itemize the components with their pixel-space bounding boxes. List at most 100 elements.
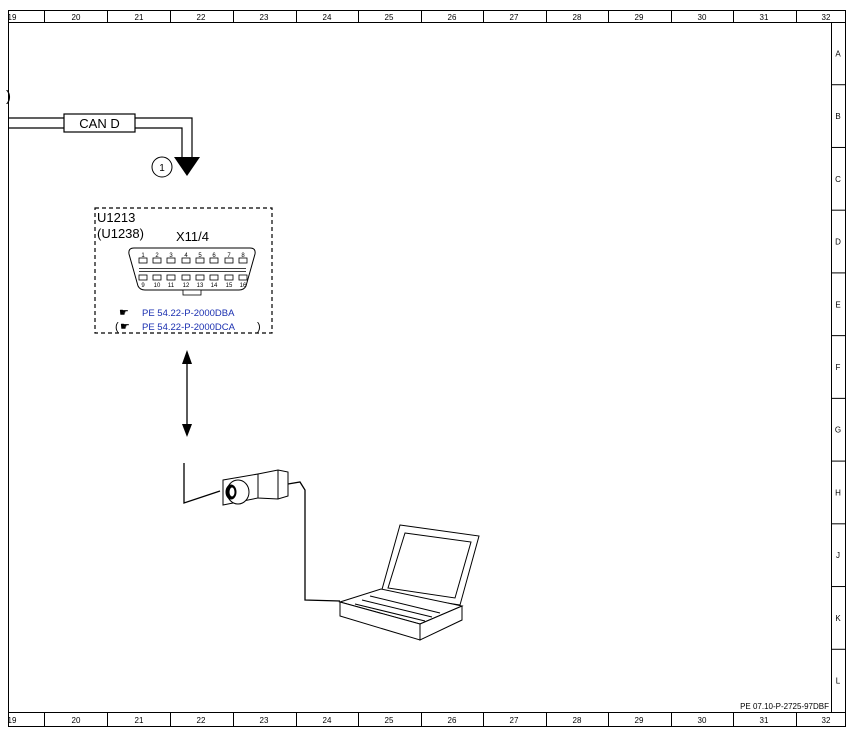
pin-number: 13 — [197, 283, 204, 289]
pin — [209, 257, 219, 264]
reference-marker-number: 1 — [159, 163, 165, 174]
pin-number: 5 — [198, 253, 202, 259]
column-label-top: 31 — [760, 13, 769, 22]
column-label-bottom: 19 — [8, 716, 17, 725]
component-alt-id: (U1238) — [97, 226, 144, 241]
partial-paren: ) — [6, 88, 11, 105]
column-label-top: 27 — [510, 13, 519, 22]
document-number: PE 07.10-P-2725-97DBF — [740, 702, 829, 711]
diagnostic-adapter-icon — [183, 463, 341, 602]
column-label-top: 22 — [197, 13, 206, 22]
reference-link-1[interactable]: ☛ PE 54.22-P-2000DBA — [119, 307, 235, 319]
pin-number: 3 — [169, 253, 173, 259]
column-label-bottom: 20 — [72, 716, 81, 725]
ref2-open-paren: ( — [115, 321, 119, 333]
pin — [166, 257, 176, 264]
row-label: H — [835, 488, 841, 497]
column-label-top: 19 — [8, 13, 17, 22]
pin-number: 12 — [183, 283, 190, 289]
column-label-top: 20 — [72, 13, 81, 22]
row-label: F — [836, 363, 841, 372]
pin — [152, 257, 162, 264]
row-label: J — [836, 551, 840, 560]
pin-number: 14 — [211, 283, 218, 289]
bottom-grid-ruler: 19 20 21 22 23 24 25 26 27 28 29 30 31 32 — [8, 712, 831, 726]
pin — [138, 274, 148, 281]
column-label-bottom: 22 — [197, 716, 206, 725]
can-d-label-box — [63, 113, 136, 133]
down-arrow-icon — [174, 157, 200, 176]
pin-number: 6 — [212, 253, 216, 259]
pin-number: 2 — [155, 253, 159, 259]
pin-number: 9 — [141, 283, 145, 289]
row-label: A — [835, 49, 841, 58]
column-label-top: 28 — [573, 13, 582, 22]
column-label-top: 29 — [635, 13, 644, 22]
pin — [166, 274, 176, 281]
frame — [8, 10, 846, 727]
column-label-top: 23 — [260, 13, 269, 22]
pin — [224, 274, 234, 281]
hand-pointing-icon: ☛ — [120, 321, 130, 333]
column-label-bottom: 26 — [448, 716, 457, 725]
column-label-bottom: 27 — [510, 716, 519, 725]
top-grid-ruler: 19 20 21 22 23 24 25 26 27 28 29 30 31 32 — [8, 10, 831, 22]
pin — [138, 257, 148, 264]
can-bus-wire — [8, 117, 193, 157]
column-label-top: 30 — [698, 13, 707, 22]
reference-link-1-text[interactable]: PE 54.22-P-2000DBA — [142, 308, 235, 319]
row-label: K — [835, 614, 841, 623]
obd-connector-icon — [128, 247, 256, 296]
pin-number: 10 — [154, 283, 161, 289]
pin-number: 16 — [240, 283, 247, 289]
ref2-close-paren: ) — [257, 321, 261, 333]
column-label-bottom: 24 — [323, 716, 332, 725]
pin-number: 8 — [241, 253, 245, 259]
column-label-bottom: 25 — [385, 716, 394, 725]
column-label-bottom: 23 — [260, 716, 269, 725]
column-label-bottom: 21 — [135, 716, 144, 725]
reference-link-2[interactable]: ( ☛ PE 54.22-P-2000DCA ) — [115, 321, 261, 333]
row-label: L — [836, 677, 841, 686]
row-label: E — [835, 300, 840, 309]
reference-link-2-text[interactable]: PE 54.22-P-2000DCA — [142, 322, 236, 333]
pin — [195, 257, 205, 264]
component-box — [94, 207, 273, 334]
component-id: U1213 — [97, 210, 135, 225]
pin — [152, 274, 162, 281]
column-label-top: 24 — [323, 13, 332, 22]
row-label: D — [835, 238, 841, 247]
hand-pointing-icon: ☛ — [119, 307, 129, 319]
column-label-top: 26 — [448, 13, 457, 22]
column-label-bottom: 30 — [698, 716, 707, 725]
pin-number: 7 — [227, 253, 231, 259]
column-label-bottom: 29 — [635, 716, 644, 725]
row-label: G — [835, 426, 841, 435]
pin-number: 1 — [141, 253, 145, 259]
row-grid-ruler: A B C D E F G H J K L — [831, 49, 846, 686]
pin — [209, 274, 219, 281]
pin — [195, 274, 205, 281]
column-label-top: 25 — [385, 13, 394, 22]
pin — [181, 274, 191, 281]
pin — [238, 274, 248, 281]
column-label-bottom: 32 — [822, 716, 831, 725]
pin-number: 4 — [184, 253, 188, 259]
connector-label: X11/4 — [176, 229, 209, 244]
laptop-icon — [338, 524, 480, 641]
column-label-top: 21 — [135, 13, 144, 22]
pin — [181, 257, 191, 264]
pin-number: 11 — [168, 283, 175, 289]
row-label: C — [835, 175, 841, 184]
can-d-label: CAN D — [79, 116, 119, 131]
column-label-top: 32 — [822, 13, 831, 22]
row-label: B — [835, 112, 840, 121]
pin-number: 15 — [226, 283, 233, 289]
pin — [238, 257, 248, 264]
column-label-bottom: 31 — [760, 716, 769, 725]
reference-marker: 1 — [151, 156, 173, 178]
column-label-bottom: 28 — [573, 716, 582, 725]
bidirectional-arrow-icon — [182, 350, 192, 437]
